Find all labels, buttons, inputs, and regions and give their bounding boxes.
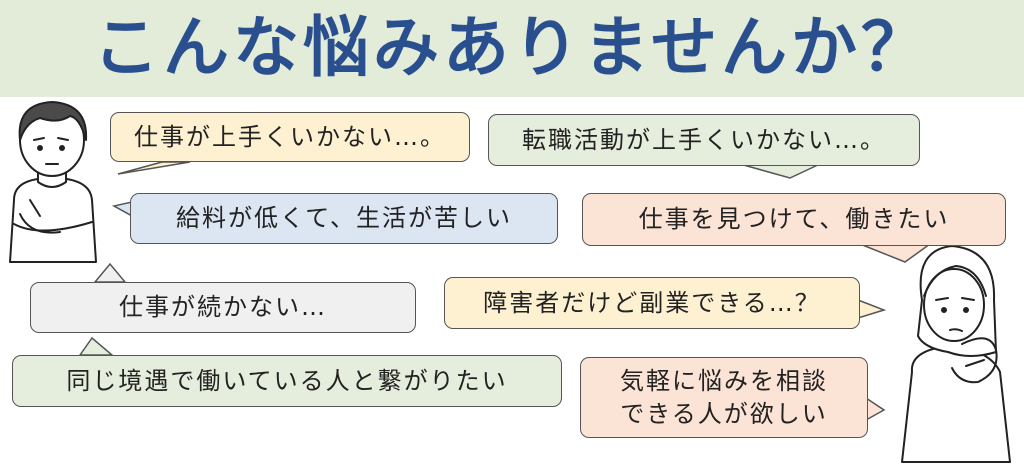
tail-1-icon bbox=[117, 161, 191, 175]
bubble-text: 仕事を見つけて、働きたい bbox=[638, 205, 950, 234]
worried-woman-icon bbox=[901, 245, 1011, 463]
page-title: こんな悩みありませんか？ bbox=[92, 9, 932, 86]
tail-5-icon bbox=[93, 262, 127, 283]
tail-4-icon bbox=[859, 243, 933, 263]
tail-2-icon bbox=[739, 163, 821, 179]
bubble-text: 同じ境遇で働いている人と繋がりたい bbox=[66, 366, 508, 395]
bubble-want-to-work: 仕事を見つけて、働きたい bbox=[582, 193, 1006, 246]
bubble-text: 仕事が上手くいかない…。 bbox=[134, 122, 446, 151]
bubble-work-trouble: 仕事が上手くいかない…。 bbox=[110, 112, 470, 162]
tail-6-icon bbox=[857, 298, 887, 320]
bubble-text: 仕事が続かない… bbox=[119, 293, 327, 322]
bubble-low-salary: 給料が低くて、生活が苦しい bbox=[130, 193, 558, 244]
tail-7-icon bbox=[78, 336, 115, 356]
bubble-text: 転職活動が上手くいかない…。 bbox=[522, 125, 886, 154]
tail-8-icon bbox=[865, 396, 886, 422]
bubble-cannot-keep-job: 仕事が続かない… bbox=[30, 282, 416, 333]
bubble-text: 障害者だけど副業できる…？ bbox=[483, 288, 821, 317]
bubble-text: 給料が低くて、生活が苦しい bbox=[175, 204, 513, 233]
worried-man-icon bbox=[9, 101, 97, 263]
bubble-connect-people: 同じ境遇で働いている人と繋がりたい bbox=[12, 355, 562, 407]
title-banner bbox=[0, 0, 1024, 97]
bubble-job-hunt-trouble: 転職活動が上手くいかない…。 bbox=[488, 114, 920, 166]
bubble-side-job: 障害者だけど副業できる…？ bbox=[444, 277, 860, 329]
bubble-consult: 気軽に悩みを相談 できる人が欲しい bbox=[580, 357, 868, 438]
bubble-text: 気軽に悩みを相談 できる人が欲しい bbox=[620, 367, 828, 428]
